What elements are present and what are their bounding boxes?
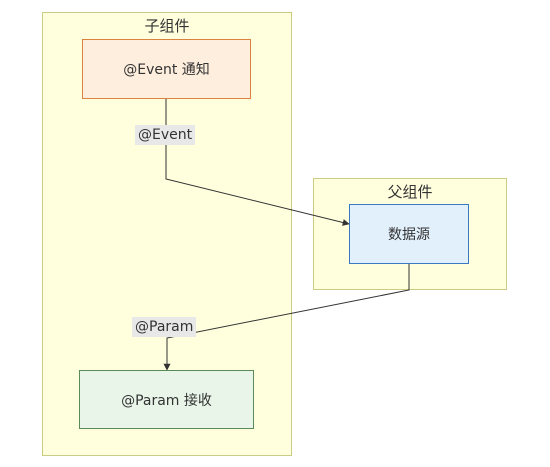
edge-label-event: @Event <box>135 125 196 145</box>
param-receive-node: @Param 接收 <box>79 370 254 429</box>
edge-data-source-to-param <box>163 264 410 371</box>
parent-component-title: 父组件 <box>387 183 433 201</box>
data-source-node: 数据源 <box>349 204 469 264</box>
event-notify-node: @Event 通知 <box>82 39 251 99</box>
param-receive-label: @Param 接收 <box>121 392 212 409</box>
parent-component-cluster: 父组件 <box>313 178 507 290</box>
edge-label-param: @Param <box>132 317 197 337</box>
child-component-title: 子组件 <box>144 17 190 35</box>
event-notify-label: @Event 通知 <box>123 62 210 78</box>
edge-event-to-data-source <box>165 99 350 226</box>
data-source-label: 数据源 <box>388 227 430 243</box>
